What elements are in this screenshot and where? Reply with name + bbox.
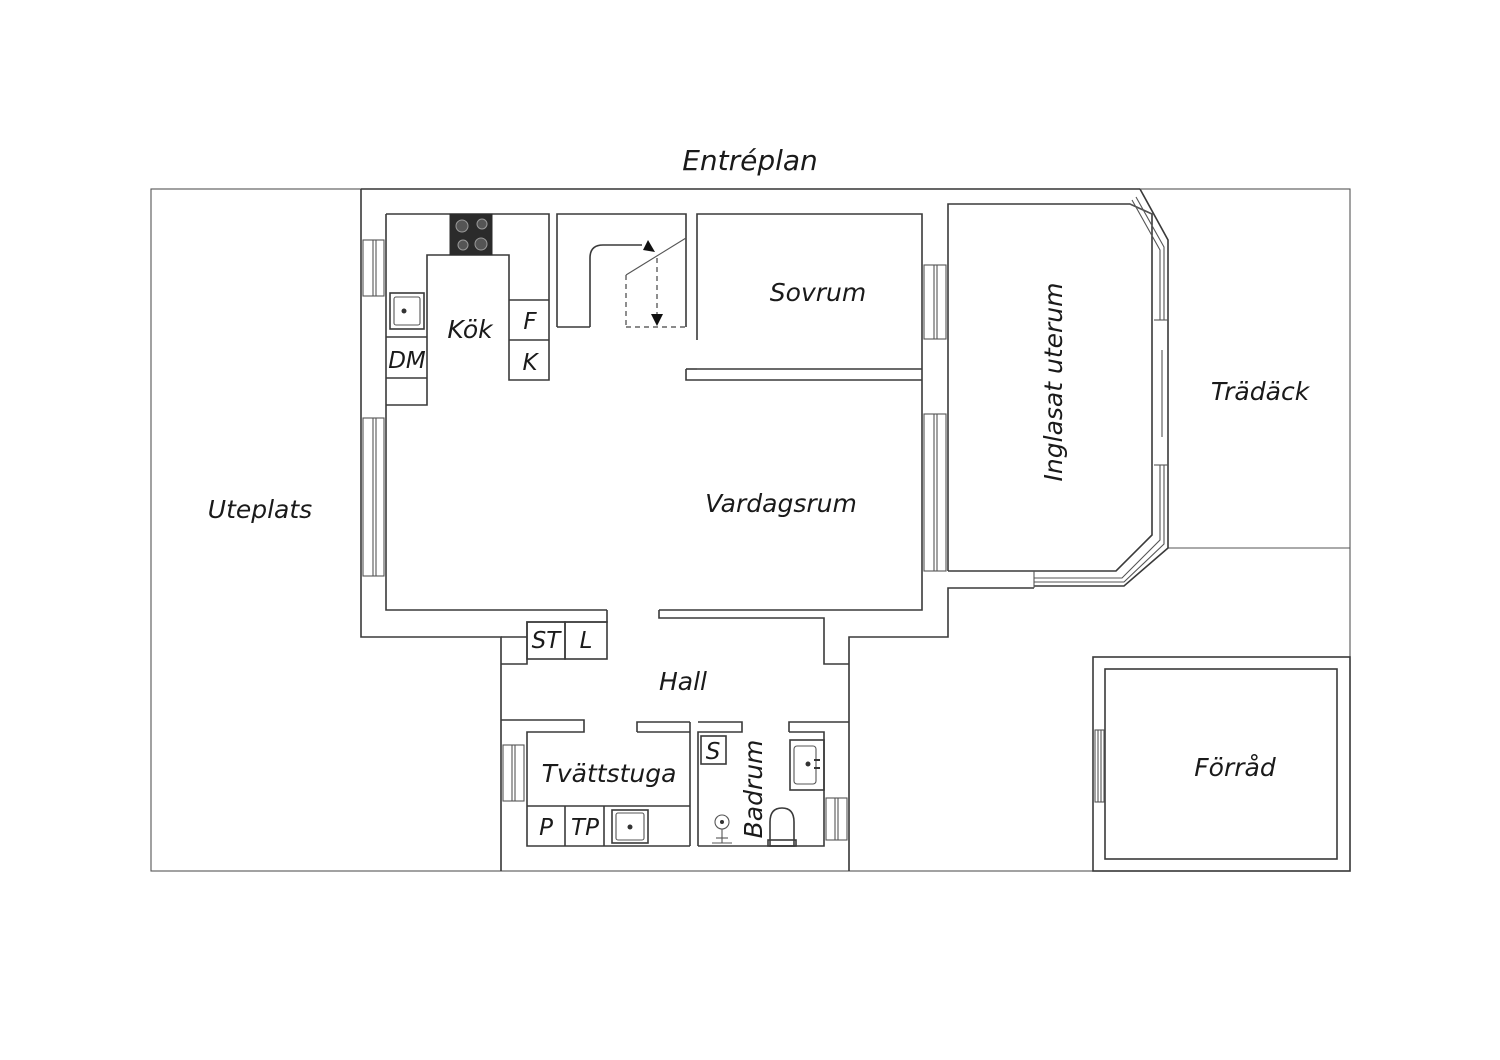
fixture-label-p: P xyxy=(539,815,553,841)
fixture-label-k: K xyxy=(522,350,539,376)
window xyxy=(923,264,947,340)
fixture-label-st: ST xyxy=(532,628,563,654)
house-outer-wall xyxy=(360,188,1140,871)
room-label-inglasat-uterum: Inglasat uterum xyxy=(1039,283,1068,482)
stairs-icon xyxy=(556,213,687,328)
storage-building xyxy=(1092,656,1351,872)
window xyxy=(362,239,385,297)
hall-cabinets xyxy=(526,621,608,660)
window xyxy=(502,744,525,802)
bathroom-sink-icon xyxy=(789,739,825,791)
window xyxy=(825,797,848,841)
room-label-kok: Kök xyxy=(447,315,494,344)
fixture-label-s: S xyxy=(706,739,721,765)
room-label-sovrum: Sovrum xyxy=(770,278,866,307)
room-label-vardagsrum: Vardagsrum xyxy=(705,489,857,518)
kitchen xyxy=(386,213,550,406)
room-label-forrad: Förråd xyxy=(1194,753,1276,782)
plan-title: Entréplan xyxy=(682,144,818,177)
fixture-label-dm: DM xyxy=(388,348,426,374)
toilet-icon xyxy=(767,807,797,847)
bedroom-walls xyxy=(685,368,922,381)
room-label-tvattstuga: Tvättstuga xyxy=(542,759,677,788)
window xyxy=(362,417,385,577)
fixture-label-tp: TP xyxy=(571,815,599,841)
room-label-hall: Hall xyxy=(659,667,707,696)
shower-icon xyxy=(712,814,732,844)
room-label-badrum: Badrum xyxy=(739,740,768,839)
glazed-sunroom xyxy=(947,188,1169,588)
fixture-label-f: F xyxy=(523,309,537,335)
room-label-tradack: Trädäck xyxy=(1211,377,1311,406)
kitchen-sink-icon xyxy=(389,292,425,330)
window xyxy=(923,413,947,572)
laundry-sink-icon xyxy=(611,809,649,844)
s-cabinet xyxy=(700,735,727,765)
stove-icon xyxy=(449,213,493,256)
fixture-label-l: L xyxy=(580,628,593,654)
room-label-uteplats: Uteplats xyxy=(208,495,312,524)
